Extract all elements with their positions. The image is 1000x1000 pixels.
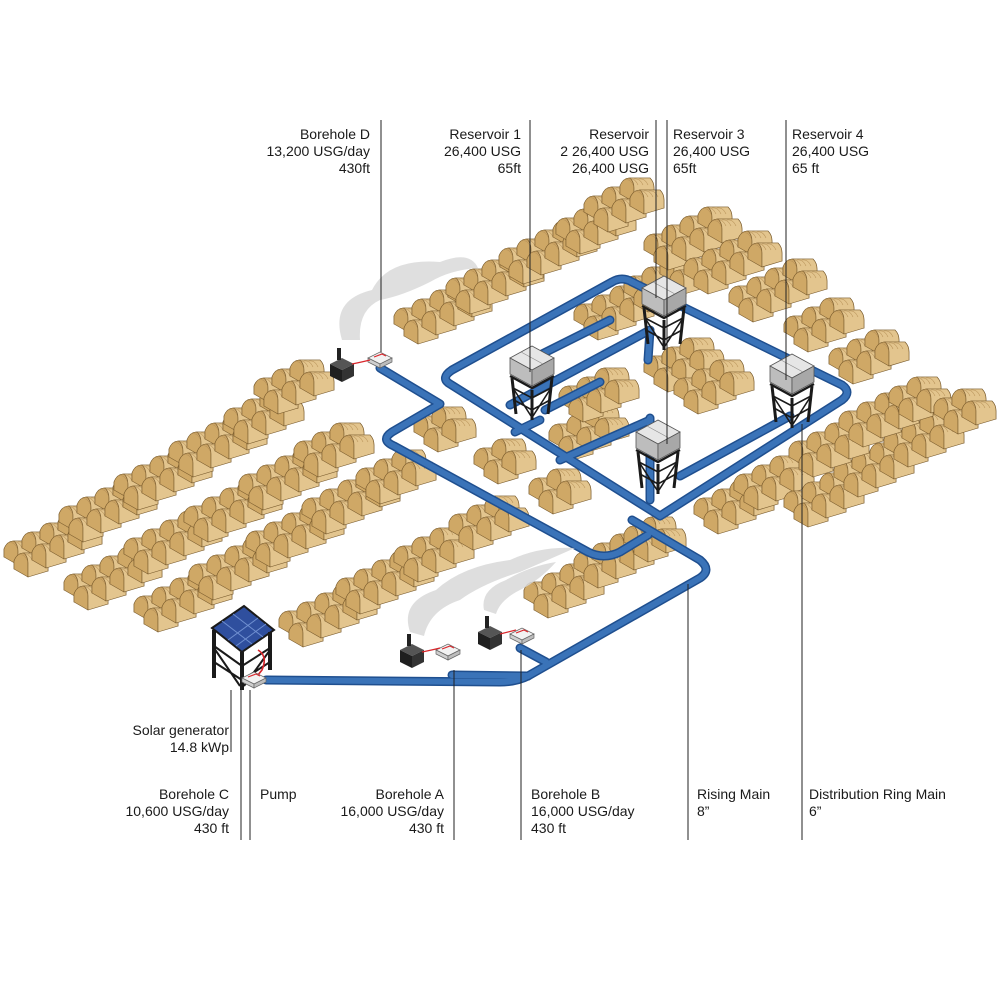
label-line: Reservoir 3 (673, 126, 745, 142)
borehole-d-generator (330, 348, 393, 382)
reservoir-3-tower (634, 418, 682, 496)
label-line: Pump (260, 786, 297, 802)
label-borehole-b: Borehole B 16,000 USG/day 430 ft (531, 786, 635, 837)
label-line: Reservoir 4 (792, 126, 864, 142)
label-line: 65ft (497, 160, 521, 176)
label-borehole-a: Borehole A 16,000 USG/day 430 ft (340, 786, 444, 837)
label-line: 8” (697, 803, 710, 819)
rising-main-pipe (263, 517, 709, 685)
label-line: Solar generator (132, 722, 229, 738)
label-line: Borehole D (299, 126, 370, 142)
label-borehole-d: Borehole D 13,200 USG/day 430ft (266, 126, 370, 177)
label-line: Borehole B (531, 786, 601, 802)
label-line: Rising Main (697, 786, 771, 802)
label-reservoir-2: Reservoir 2 26,400 USG 26,400 USG (560, 126, 649, 177)
reservoir-4-tower (768, 352, 816, 430)
label-reservoir-1: Reservoir 1 26,400 USG 65ft (444, 126, 521, 177)
label-line: Borehole A (375, 786, 445, 802)
label-reservoir-4: Reservoir 4 26,400 USG 65 ft (792, 126, 869, 177)
label-line: 2 26,400 USG (560, 143, 649, 159)
label-line: 65 ft (792, 160, 820, 176)
label-line: 13,200 USG/day (266, 143, 370, 159)
label-line: 16,000 USG/day (531, 803, 635, 819)
label-rising-main: Rising Main 8” (697, 786, 770, 820)
label-line: 14.8 kWp (169, 739, 229, 755)
borehole-b-generator (478, 616, 535, 650)
label-line: 26,400 USG (673, 143, 751, 159)
label-pump: Pump (260, 786, 297, 803)
label-line: 10,600 USG/day (125, 803, 229, 819)
label-distribution-ring-main: Distribution Ring Main 6” (809, 786, 946, 820)
label-reservoir-3: Reservoir 3 26,400 USG 65ft (673, 126, 750, 177)
borehole-c-pump (241, 671, 267, 689)
borehole-a-generator (400, 634, 461, 668)
label-line: 26,400 USG (571, 160, 649, 176)
label-line: 26,400 USG (792, 143, 870, 159)
label-line: 430 ft (531, 820, 567, 836)
label-line: Distribution Ring Main (809, 786, 946, 802)
label-line: Reservoir 1 (449, 126, 521, 142)
label-line: 65ft (673, 160, 697, 176)
label-line: 16,000 USG/day (340, 803, 444, 819)
label-borehole-c: Borehole C 10,600 USG/day 430 ft (125, 786, 229, 837)
label-line: 26,400 USG (443, 143, 521, 159)
label-line: 430 ft (408, 820, 444, 836)
label-solar-generator: Solar generator 14.8 kWp (132, 722, 229, 756)
label-line: Reservoir (589, 126, 649, 142)
label-line: Borehole C (158, 786, 229, 802)
label-line: 430ft (338, 160, 370, 176)
label-line: 430 ft (193, 820, 229, 836)
leader-lines (230, 120, 803, 840)
smoke-plume-icon (339, 257, 575, 636)
label-line: 6” (809, 803, 822, 819)
